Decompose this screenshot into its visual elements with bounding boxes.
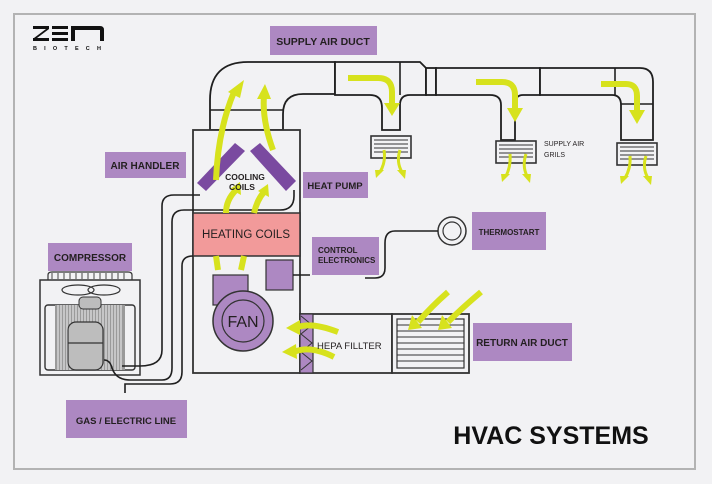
- fan-unit: [212, 274, 274, 352]
- svg-text:HEAT PUMP: HEAT PUMP: [307, 181, 363, 192]
- label-control-electronics: CONTROL ELECTRONICS: [312, 237, 379, 275]
- label-heat-pump: HEAT PUMP: [303, 172, 368, 198]
- svg-text:SUPPLY AIR DUCT: SUPPLY AIR DUCT: [276, 36, 370, 48]
- svg-text:CONTROL: CONTROL: [318, 246, 358, 255]
- supply-air-grill-2: [495, 140, 537, 164]
- compressor-unit: [39, 271, 141, 376]
- control-electronics-box: [265, 259, 294, 291]
- label-compressor: COMPRESSOR: [48, 243, 132, 271]
- supply-air-grill-1: [370, 135, 412, 159]
- supply-air-grill-3: [616, 142, 658, 166]
- svg-text:COMPRESSOR: COMPRESSOR: [54, 253, 127, 264]
- cooling-coils-label-1: COOLING: [225, 172, 265, 182]
- airflow-arrows: [213, 75, 652, 360]
- heating-coils-label: HEATING COILS: [202, 229, 290, 241]
- label-air-handler: AIR HANDLER: [105, 152, 186, 178]
- hepa-filter-label: HEPA FILLTER: [317, 341, 382, 352]
- thermostat-wire: [365, 230, 438, 279]
- cooling-coils-label-2: COILS: [229, 182, 255, 192]
- fan-label: FAN: [227, 314, 258, 331]
- label-thermostat: THERMOSTART: [472, 212, 546, 250]
- svg-text:THERMOSTART: THERMOSTART: [479, 228, 540, 237]
- label-gas-electric-line: GAS / ELECTRIC LINE: [66, 400, 187, 438]
- refrigerant-lines: [103, 190, 295, 393]
- hepa-filter: [299, 313, 314, 374]
- supply-grills-label-2: GRILS: [544, 152, 565, 159]
- svg-text:RETURN AIR DUCT: RETURN AIR DUCT: [476, 338, 568, 349]
- cooling-coils: [197, 143, 296, 191]
- logo-subtitle: BIOTECH: [33, 46, 108, 52]
- svg-text:ELECTRONICS: ELECTRONICS: [318, 256, 376, 265]
- page-title: HVAC SYSTEMS: [453, 422, 648, 450]
- thermostat-icon: [437, 216, 467, 246]
- heating-coils: [192, 212, 301, 257]
- label-return-air-duct: RETURN AIR DUCT: [473, 323, 572, 361]
- label-supply-air-duct: SUPPLY AIR DUCT: [270, 26, 377, 55]
- supply-grills-label-1: SUPPLY AIR: [544, 141, 584, 148]
- svg-text:AIR HANDLER: AIR HANDLER: [111, 161, 181, 172]
- zen-logo: BIOTECH: [33, 26, 108, 52]
- return-air-grill: [391, 313, 470, 374]
- svg-text:GAS / ELECTRIC LINE: GAS / ELECTRIC LINE: [76, 416, 176, 427]
